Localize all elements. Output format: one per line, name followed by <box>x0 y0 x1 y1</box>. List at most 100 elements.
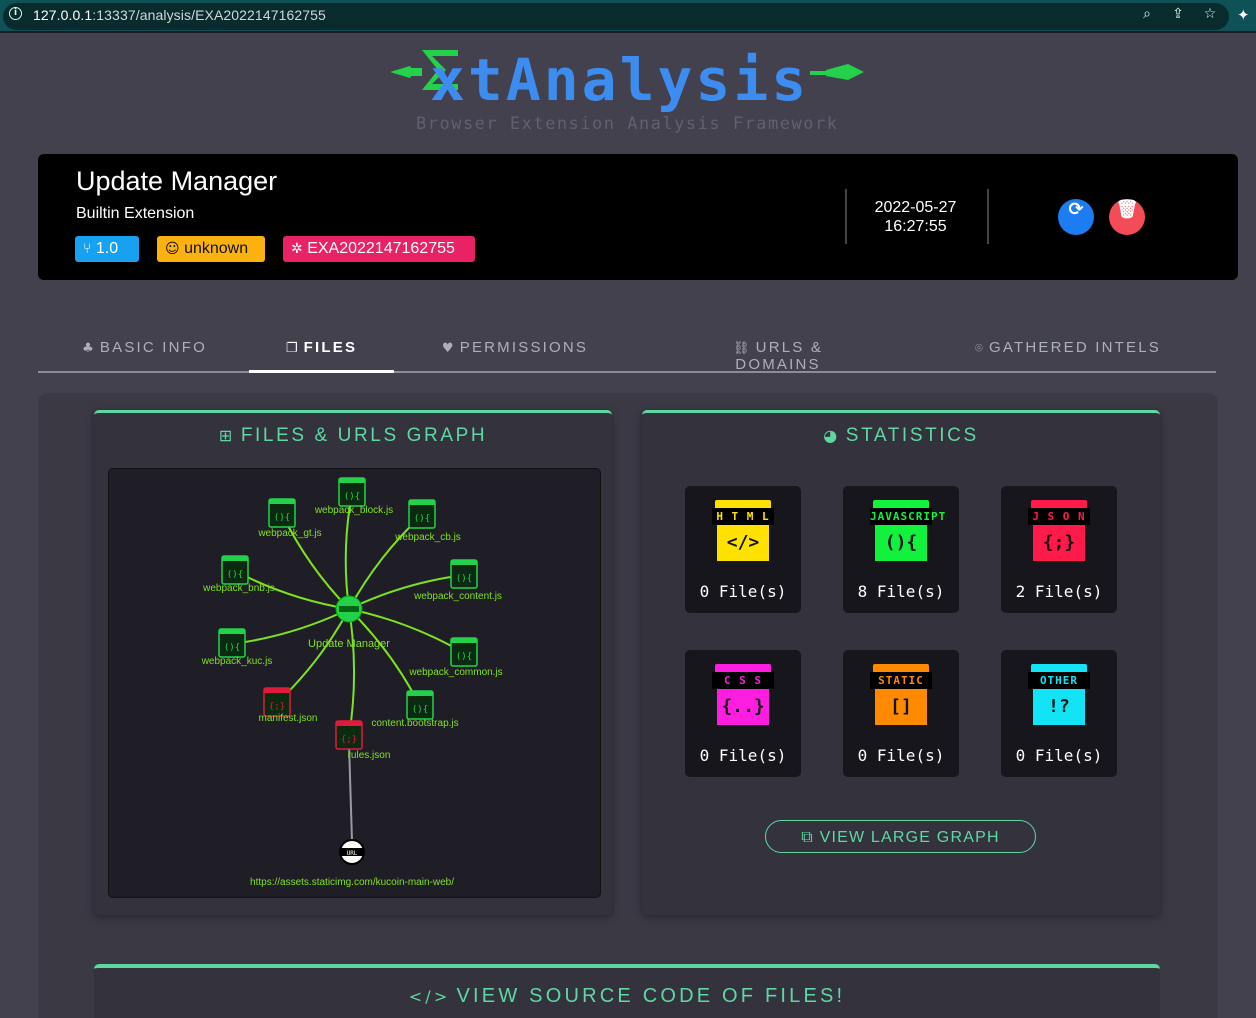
file-count: 2 File(s) <box>1015 582 1103 601</box>
graph-file-node-cap <box>222 556 248 561</box>
graph-file-label: webpack_block.js <box>314 505 393 516</box>
external-link-icon: ⧉ <box>801 827 814 846</box>
star-icon[interactable]: ☆ <box>1203 6 1217 22</box>
stat-tile[interactable]: H T M L</>0 File(s) <box>685 486 801 613</box>
graph-canvas[interactable]: Update Manager (){ webpack_block.js (){ webp… <box>109 469 602 899</box>
graph-file-node-glyph: (){ <box>227 570 243 580</box>
tab-permissions[interactable]: ♥PERMISSIONS <box>441 339 589 356</box>
zoom-icon[interactable]: ⌕ <box>1143 6 1151 22</box>
graph-file-node-glyph: (){ <box>456 652 472 662</box>
stat-tile[interactable]: OTHER!? 0 File(s) <box>1001 650 1117 777</box>
graph-file-node-glyph: {;} <box>341 735 357 745</box>
file-type-cap <box>715 500 771 508</box>
graph-file-node-glyph: {;} <box>269 702 285 712</box>
graph-url-badge: URL <box>347 850 358 857</box>
graph-file-node-cap <box>451 560 477 565</box>
graph-edge-url <box>348 743 353 842</box>
graph-file-node-cap <box>407 691 433 696</box>
copy-icon: ❐ <box>285 341 300 356</box>
extension-type: Builtin Extension <box>76 205 195 222</box>
version-badge: ⑂ 1.0 <box>75 236 139 262</box>
logo-tagline: Browser Extension Analysis Framework <box>416 114 839 134</box>
graph-file-label: webpack_kuc.js <box>201 656 273 667</box>
stat-tile[interactable]: J S O N{;} 2 File(s) <box>1001 486 1117 613</box>
user-icon: ☺ <box>165 241 180 257</box>
stat-tile[interactable]: JAVASCRIPT(){ 8 File(s) <box>843 486 959 613</box>
files-graph[interactable]: Update Manager (){ webpack_block.js (){ webp… <box>108 468 601 898</box>
file-type-icon: C S S{..} <box>712 664 774 728</box>
file-type-cap <box>1031 664 1087 672</box>
info-icon[interactable]: i <box>9 7 22 20</box>
extension-name: Update Manager <box>76 166 278 196</box>
graph-edge <box>348 608 356 737</box>
graph-file-node-glyph: (){ <box>274 513 290 523</box>
file-count: 0 File(s) <box>857 746 945 765</box>
file-type-glyph: {;} <box>1033 525 1085 561</box>
delete-button[interactable]: 🗑 <box>1109 199 1145 235</box>
tab-gathered-intels[interactable]: ⌾GATHERED INTELS <box>975 339 1161 356</box>
sitemap-icon: ⊞ <box>218 426 235 445</box>
file-count: 0 File(s) <box>699 582 787 601</box>
file-type-icon: J S O N{;} <box>1028 500 1090 564</box>
graph-file-label: webpack_bnb.js <box>202 583 275 594</box>
file-type-label: C S S <box>712 672 774 689</box>
graph-file-label: webpack_cb.js <box>394 532 461 543</box>
file-type-label: JAVASCRIPT <box>870 508 947 525</box>
graph-file-node-cap <box>336 721 362 726</box>
pie-chart-icon: ◕ <box>823 426 840 445</box>
source-card-title: </>VIEW SOURCE CODE OF FILES! <box>408 985 846 1007</box>
file-type-glyph: !? <box>1033 689 1085 725</box>
trash-icon: 🗑 <box>1115 199 1139 220</box>
heart-pulse-icon: ♥ <box>441 341 456 356</box>
file-type-cap <box>1031 500 1087 508</box>
file-type-label: J S O N <box>1028 508 1090 525</box>
refresh-icon: ⟳ <box>1068 199 1084 220</box>
tab-files[interactable]: ❐FILES <box>285 339 358 356</box>
tab-basic-info[interactable]: ♣BASIC INFO <box>82 339 207 356</box>
stat-tile[interactable]: STATIC[] 0 File(s) <box>843 650 959 777</box>
active-tab-indicator <box>249 370 394 373</box>
browser-address-bar: i 127.0.0.1:13337/analysis/EXA2022147162… <box>0 0 1256 33</box>
graph-center-node-band <box>339 606 359 612</box>
file-count: 0 File(s) <box>699 746 787 765</box>
file-type-label: H T M L <box>712 508 774 525</box>
graph-center-label: Update Manager <box>308 638 390 650</box>
graph-file-label: rules.json <box>348 750 391 761</box>
refresh-button[interactable]: ⟳ <box>1058 199 1094 235</box>
graph-file-label: webpack_common.js <box>408 667 502 678</box>
graph-file-node-glyph: (){ <box>414 514 430 524</box>
file-count: 0 File(s) <box>1015 746 1103 765</box>
puzzle-icon[interactable]: ✦ <box>1237 6 1250 24</box>
graph-file-node-cap <box>409 500 435 505</box>
file-type-glyph: {..} <box>717 689 769 725</box>
file-count: 8 File(s) <box>857 582 945 601</box>
branch-icon: ⑂ <box>83 241 92 257</box>
stat-tile[interactable]: C S S{..} 0 File(s) <box>685 650 801 777</box>
view-source-card[interactable]: </>VIEW SOURCE CODE OF FILES! <box>94 964 1160 1018</box>
graph-file-node-cap <box>264 688 290 693</box>
graph-file-label: manifest.json <box>259 713 318 724</box>
header-divider <box>845 189 847 244</box>
file-type-label: OTHER <box>1028 672 1090 689</box>
graph-file-node-glyph: (){ <box>412 705 428 715</box>
graph-file-node-cap <box>269 499 295 504</box>
file-type-cap <box>715 664 771 672</box>
file-type-glyph: [] <box>875 689 927 725</box>
tab-urls-domains[interactable]: ⛓URLS & DOMAINS <box>732 339 824 373</box>
file-type-icon: JAVASCRIPT(){ <box>870 500 947 564</box>
code-icon: </> <box>408 987 451 1006</box>
view-large-graph-button[interactable]: ⧉ VIEW LARGE GRAPH <box>765 820 1036 853</box>
file-type-label: STATIC <box>870 672 932 689</box>
graph-file-label: webpack_content.js <box>413 591 502 602</box>
graph-file-node-cap <box>219 629 245 634</box>
graph-file-node-glyph: (){ <box>224 643 240 653</box>
graph-url-node-band <box>341 848 363 856</box>
gear-icon: ✲ <box>291 241 303 257</box>
header-divider <box>987 189 989 244</box>
share-icon[interactable]: ⇪ <box>1172 6 1184 22</box>
fingerprint-icon: ⌾ <box>975 341 986 356</box>
file-type-icon: STATIC[] <box>870 664 932 728</box>
address-field[interactable] <box>3 3 1229 30</box>
address-url[interactable]: 127.0.0.1:13337/analysis/EXA202214716275… <box>33 7 326 23</box>
